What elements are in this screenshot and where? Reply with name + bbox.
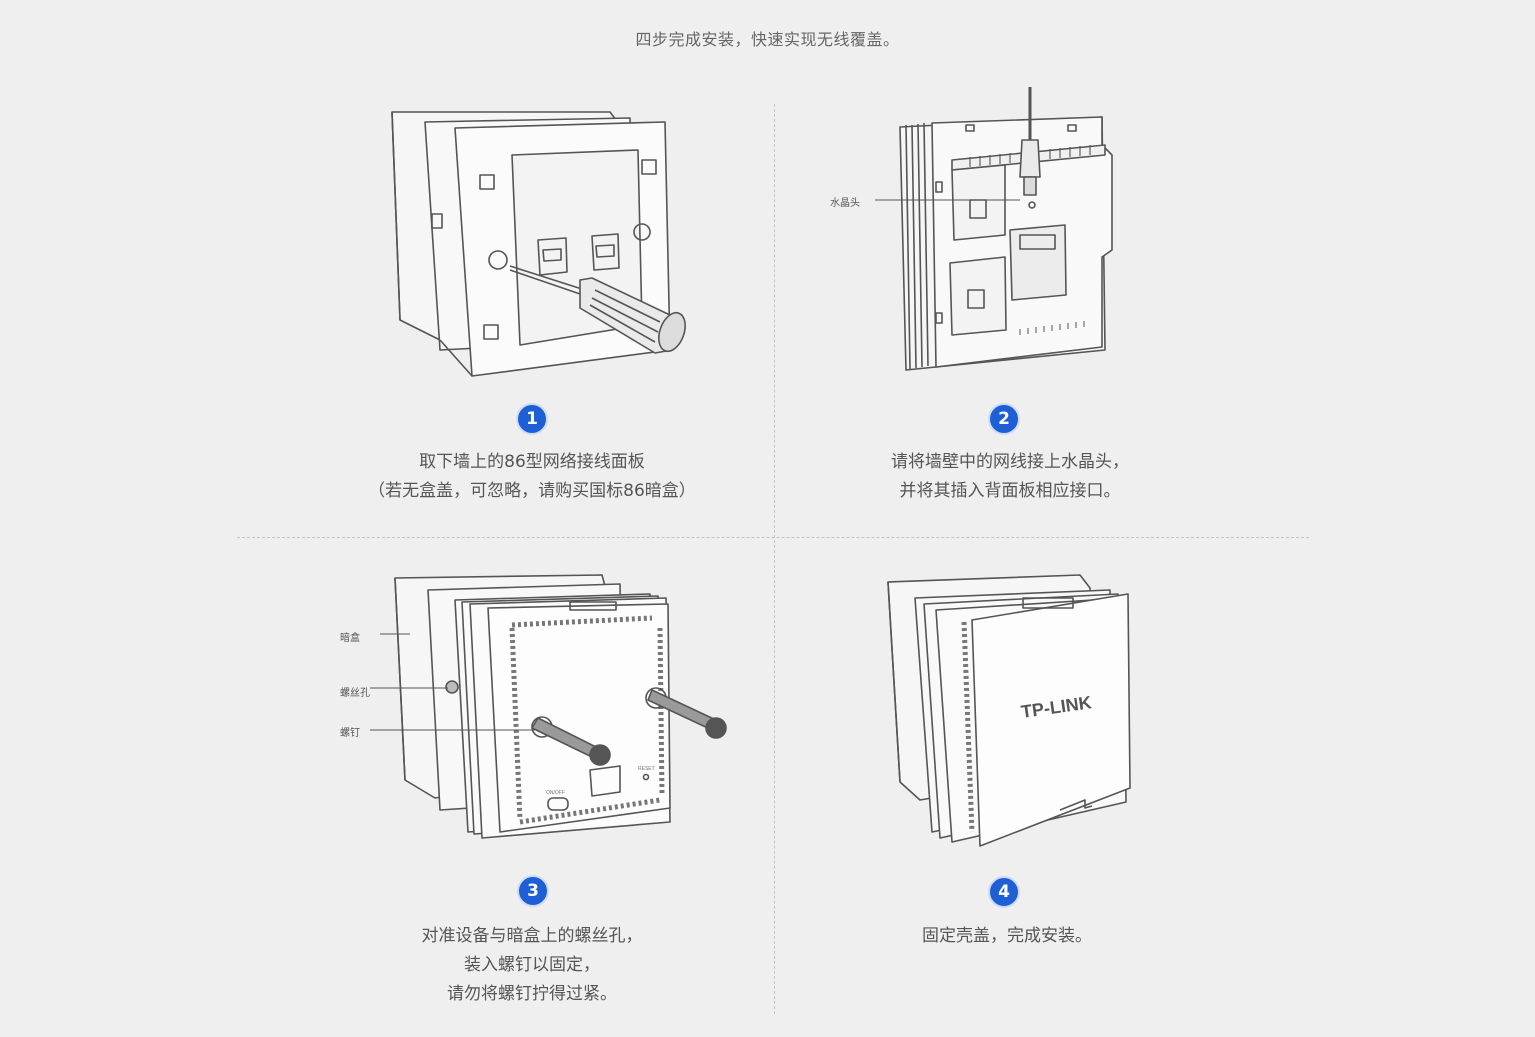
step-2-caption: 请将墙壁中的网线接上水晶头， 并将其插入背面板相应接口。 <box>800 448 1220 506</box>
step-4-badge: 4 <box>988 876 1020 908</box>
on-off-label: ON/OFF <box>546 790 565 796</box>
step-1-badge: 1 <box>516 403 548 435</box>
screw-callout: 螺钉 <box>340 728 360 739</box>
step-3-caption-line-1: 对准设备与暗盒上的螺丝孔， <box>421 926 643 946</box>
step-1-caption-line-2: （若无盒盖，可忽略，请购买国标86暗盒） <box>368 481 696 501</box>
step-1-caption-line-1: 取下墙上的86型网络接线面板 <box>419 452 645 472</box>
step-1-illustration <box>391 111 686 377</box>
step-4-caption-line-1: 固定壳盖，完成安装。 <box>922 926 1092 946</box>
step-2-badge: 2 <box>988 403 1020 435</box>
step-1-caption: 取下墙上的86型网络接线面板 （若无盒盖，可忽略，请购买国标86暗盒） <box>322 448 742 506</box>
crystal-head-callout: 水晶头 <box>830 198 860 209</box>
page-title: 四步完成安装，快速实现无线覆盖。 <box>635 30 900 49</box>
step-4-illustration: TP-LINK <box>887 574 1131 847</box>
step-4-caption: 固定壳盖，完成安装。 <box>797 922 1217 951</box>
step-3-caption-line-2: 装入螺钉以固定， <box>464 955 600 975</box>
step-2-caption-line-2: 并将其插入背面板相应接口。 <box>899 481 1121 501</box>
step-3-caption-line-3: 请勿将螺钉拧得过紧。 <box>447 984 617 1004</box>
step-3-caption: 对准设备与暗盒上的螺丝孔， 装入螺钉以固定， 请勿将螺钉拧得过紧。 <box>322 922 742 1009</box>
dark-box-callout: 暗盒 <box>340 633 360 644</box>
vertical-divider <box>774 104 775 1014</box>
screw-hole-callout: 螺丝孔 <box>340 688 370 699</box>
horizontal-divider <box>237 537 1309 538</box>
step-2-caption-line-1: 请将墙壁中的网线接上水晶头， <box>891 452 1129 472</box>
step-3-badge: 3 <box>517 875 549 907</box>
reset-label: RESET <box>638 766 655 772</box>
step-3-illustration: ON/OFF RESET <box>370 574 727 839</box>
step-2-illustration <box>875 87 1113 371</box>
